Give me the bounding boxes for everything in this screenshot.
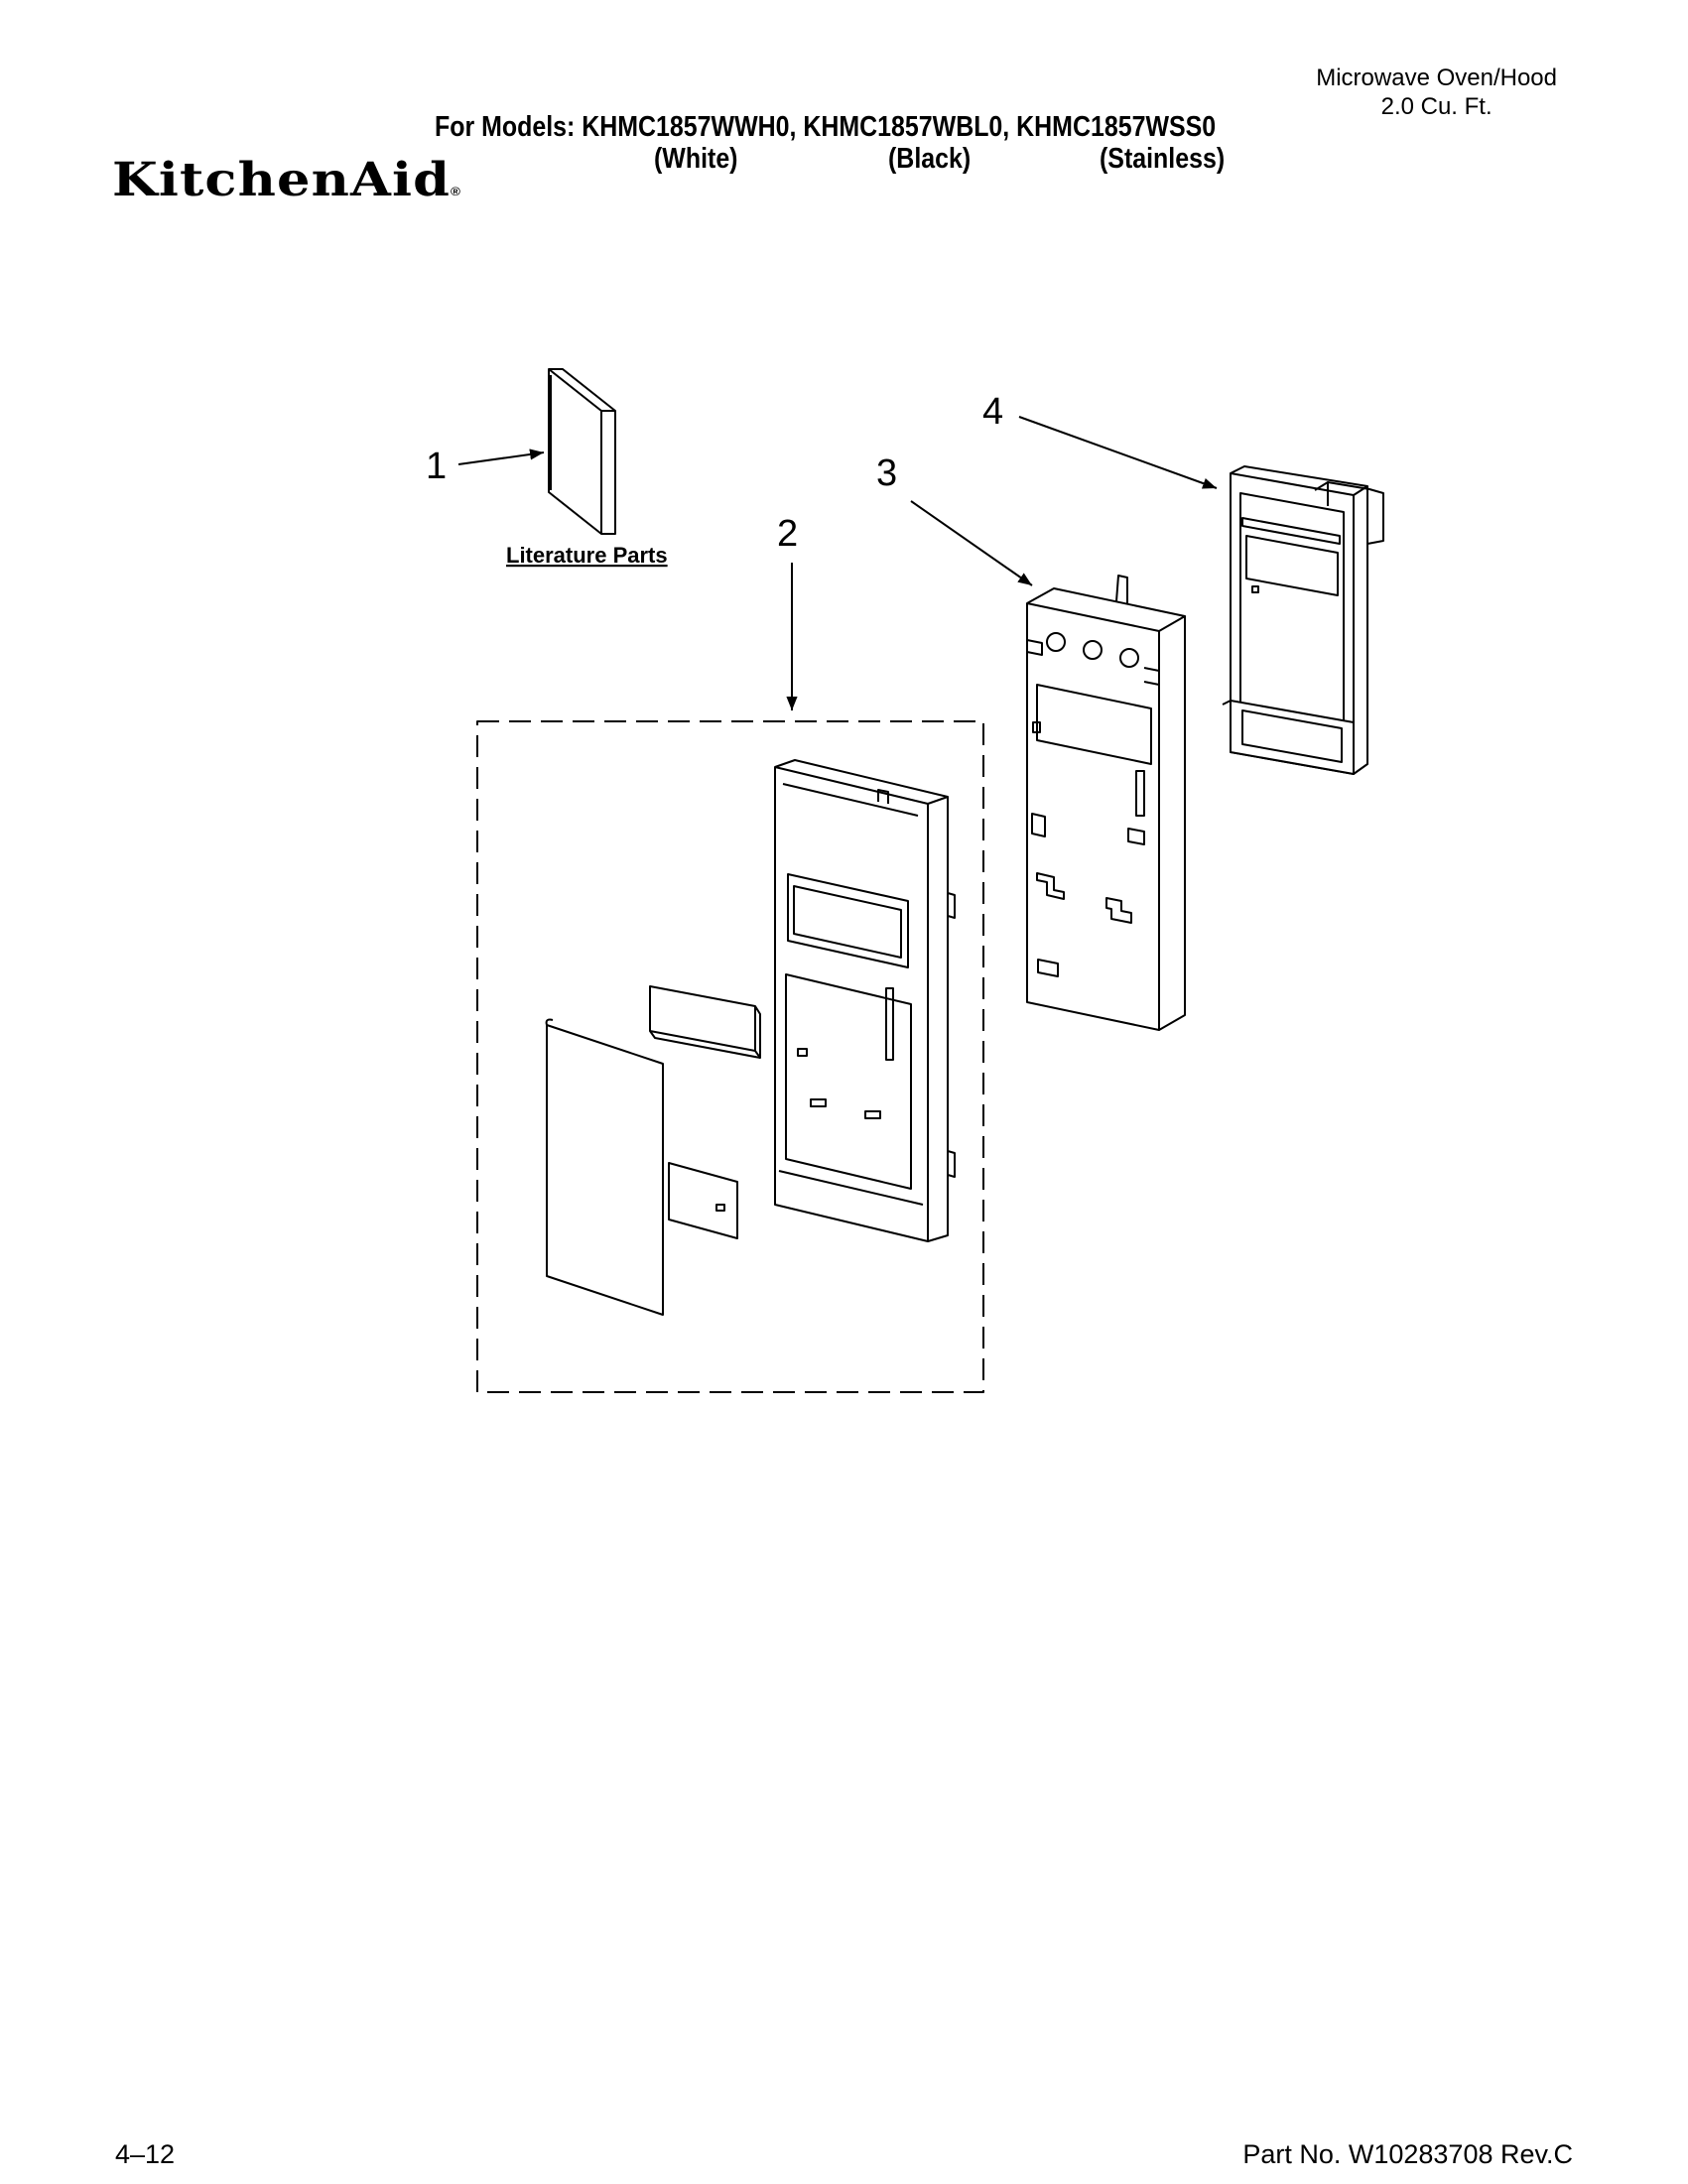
callout-1: 1: [426, 446, 447, 487]
literature-parts-label: Literature Parts: [506, 543, 668, 568]
control-panel-kit-box: [476, 720, 984, 1393]
models-heading: For Models: KHMC1857WWH0, KHMC1857WBL0, …: [435, 111, 1217, 143]
part-number: Part No. W10283708 Rev.C: [1242, 2139, 1573, 2169]
callout-2: 2: [777, 513, 798, 555]
membrane-overlay: [545, 1018, 664, 1316]
color-white-label: (White): [654, 143, 738, 175]
color-black-label: (Black): [888, 143, 972, 175]
registered-mark: ®: [451, 185, 462, 198]
callout-4: 4: [982, 391, 1003, 433]
electronic-control-board: [1222, 465, 1384, 775]
callout-3-leader: [910, 500, 1033, 586]
page-number: 4–12: [115, 2139, 176, 2169]
color-stainless-label: (Stainless): [1100, 143, 1226, 175]
control-panel-front: [774, 759, 956, 1242]
brand-name: KitchenAid: [112, 153, 452, 207]
brand-logo: KitchenAid®: [112, 153, 461, 207]
display-window: [649, 985, 761, 1059]
product-description: Microwave Oven/Hood 2.0 Cu. Ft.: [1316, 64, 1557, 121]
membrane-tail: [668, 1162, 738, 1239]
product-capacity: 2.0 Cu. Ft.: [1380, 93, 1493, 120]
callout-4-leader: [1018, 416, 1218, 489]
literature-booklet: [548, 368, 616, 535]
control-panel-frame: [1026, 575, 1186, 1031]
product-type: Microwave Oven/Hood: [1316, 64, 1557, 91]
callout-3: 3: [876, 452, 897, 494]
callout-1-leader: [457, 449, 545, 465]
